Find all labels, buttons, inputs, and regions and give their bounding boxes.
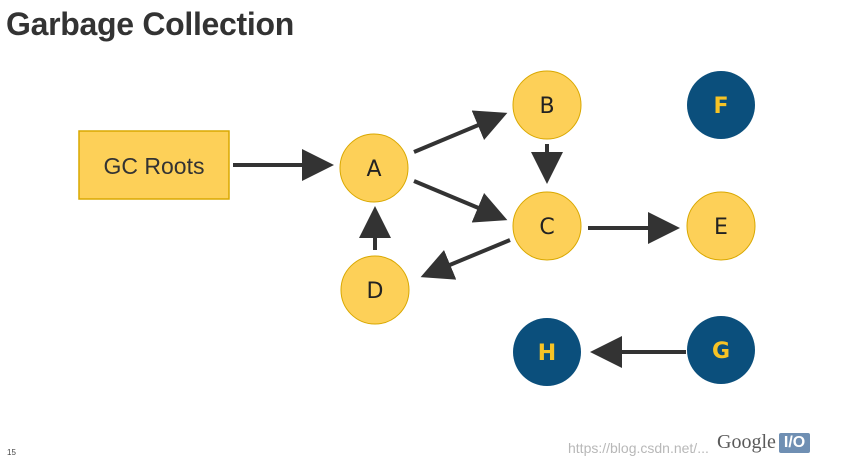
watermark-text: https://blog.csdn.net/... [568,440,709,456]
node-a: A [339,133,409,203]
node-h-label: H [538,341,556,366]
node-g: G [687,316,755,384]
edge-c-d [420,238,511,280]
node-d: D [340,255,410,325]
gc-roots-label: GC Roots [104,153,205,179]
logo-text: Google [717,431,776,453]
google-io-logo: Google I/O [717,431,811,454]
page-number: 15 [7,448,16,457]
node-e-label: E [714,215,728,240]
gc-roots-box: GC Roots [78,130,230,200]
node-b: B [512,70,582,140]
node-h: H [513,318,581,386]
logo-badge: I/O [778,432,811,453]
edge-a-c [413,179,508,223]
node-b-label: B [539,94,554,119]
node-g-label: G [712,339,730,364]
edge-a-b [413,110,508,154]
node-f: F [687,71,755,139]
node-f-label: F [713,94,728,119]
edges [233,110,686,368]
node-a-label: A [366,157,381,182]
node-c: C [512,191,582,261]
node-d-label: D [367,279,384,304]
page-title: Garbage Collection [6,6,294,42]
node-c-label: C [539,215,554,240]
node-e: E [686,191,756,261]
